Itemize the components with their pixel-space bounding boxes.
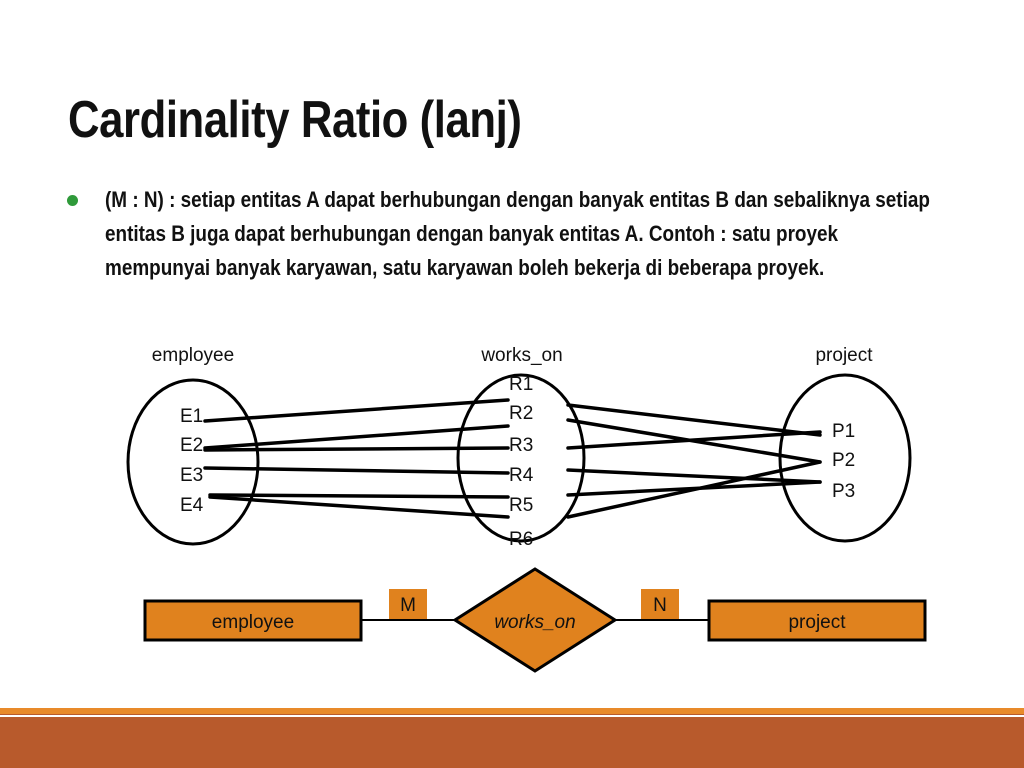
project-set-label: project [815,345,873,366]
link-r6-p2 [566,460,822,519]
project-set-ellipse [778,373,912,543]
link-e1-r1 [203,398,510,423]
er-entity-employee [143,599,363,642]
slide-title: Cardinality Ratio (lanj) [68,91,522,149]
link-r3-p1 [566,430,822,450]
link-e4-r5 [208,493,510,499]
footer-stripe [0,715,1024,717]
link-r4-p3 [566,468,822,484]
employee-set-ellipse [126,378,260,546]
link-e2-r2 [203,424,510,450]
employee-e3: E3 [180,465,203,486]
employee-set-label: employee [152,345,234,366]
relationship-r2: R2 [509,403,533,424]
er-entity-employee-label: employee [212,612,294,633]
employee-e4: E4 [180,495,204,516]
bullet-text: (M : N) : setiap entitas A dapat berhubu… [105,187,930,280]
er-relationship-diamond [452,567,618,673]
cardinality-n-label: N [653,595,667,616]
cardinality-m-label: M [400,595,416,616]
relationship-r6: R6 [509,529,533,550]
employee-e2: E2 [180,435,203,456]
cardinality-m-box [389,589,427,619]
er-entity-project-label: project [788,612,846,633]
link-e3-r4 [203,466,510,475]
works-on-set-label: works_on [480,345,562,366]
link-e4-r6 [208,495,510,519]
project-p1: P1 [832,421,855,442]
project-p2: P2 [832,450,855,471]
footer-band [0,708,1024,768]
bullet-dot [67,195,78,206]
relationship-r3: R3 [509,435,533,456]
cardinality-diagram: employee works_on project E1 E2 E3 E4 R1… [126,345,927,673]
relationship-r5: R5 [509,495,533,516]
link-e2-r3 [203,446,510,452]
works-on-set-ellipse [456,373,586,543]
er-entity-project [707,599,927,642]
employee-e1: E1 [180,406,203,427]
relationship-r1: R1 [509,374,533,395]
relationship-r4: R4 [509,465,534,486]
project-p3: P3 [832,481,855,502]
link-r1-p1 [566,403,822,437]
cardinality-n-box [641,589,679,619]
er-relationship-label: works_on [494,612,575,633]
